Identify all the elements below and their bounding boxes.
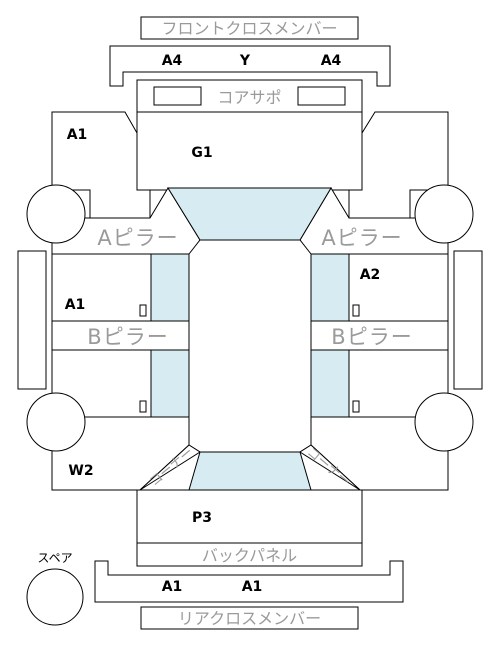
- wheel-front-left: [26, 184, 86, 244]
- side-skirt-right: [453, 250, 483, 390]
- door-handle-right-rear: [352, 400, 360, 413]
- headlight-left: [153, 86, 202, 106]
- door-handle-left-rear: [139, 400, 147, 413]
- roof-panel: [188, 239, 312, 453]
- grade-front-center: Y: [239, 53, 251, 69]
- front-cross-member-box: [140, 16, 359, 40]
- grade-front-right: A4: [321, 53, 342, 69]
- b-pillar-right-label: Bピラー: [331, 325, 412, 349]
- grade-quarter-left: W2: [68, 463, 93, 479]
- grade-rear-right: A1: [242, 579, 263, 595]
- a-pillar-right-label: Aピラー: [321, 226, 402, 250]
- headlight-right: [297, 86, 346, 106]
- side-window-left-rear: [150, 349, 190, 418]
- spare-tire: [26, 568, 84, 626]
- grade-front-fender-left: A1: [67, 127, 88, 143]
- door-handle-left-front: [139, 304, 147, 317]
- b-pillar-right-zone: [310, 320, 449, 351]
- trunk-panel: [136, 489, 363, 544]
- rear-window: [188, 451, 312, 491]
- rear-corner-right: [299, 444, 361, 491]
- wheel-rear-left: [26, 392, 86, 452]
- rear-bumper-outline: [94, 560, 404, 603]
- b-pillar-left-label: Bピラー: [87, 325, 168, 349]
- wheel-rear-right: [414, 392, 474, 452]
- grade-front-left: A4: [162, 53, 183, 69]
- side-window-left-front: [150, 253, 190, 322]
- front-bumper-outline: [109, 45, 391, 87]
- wheel-front-right: [414, 184, 474, 244]
- side-window-right-rear: [310, 349, 350, 418]
- grade-rear-left: A1: [162, 579, 183, 595]
- back-panel-label: バックパネル: [202, 546, 297, 565]
- spare-tire-label: スペア: [37, 551, 72, 565]
- rear-cross-member-label: リアクロスメンバー: [178, 609, 321, 628]
- grade-trunk: P3: [192, 510, 212, 526]
- back-panel-box: [136, 542, 363, 567]
- grade-door-right-front: A2: [360, 267, 381, 283]
- b-pillar-left-zone: [51, 320, 190, 351]
- grade-door-left: A1: [65, 297, 86, 313]
- side-skirt-left: [17, 250, 47, 390]
- rear-corner-left: [139, 444, 201, 491]
- core-support-label: コアサポ: [217, 88, 281, 107]
- grade-hood: G1: [191, 145, 212, 161]
- a-pillar-left-label: Aピラー: [97, 226, 178, 250]
- front-cross-member-label: フロントクロスメンバー: [161, 19, 337, 38]
- side-window-right-front: [310, 253, 350, 322]
- rear-cross-member-box: [140, 606, 359, 630]
- door-handle-right-front: [352, 304, 360, 317]
